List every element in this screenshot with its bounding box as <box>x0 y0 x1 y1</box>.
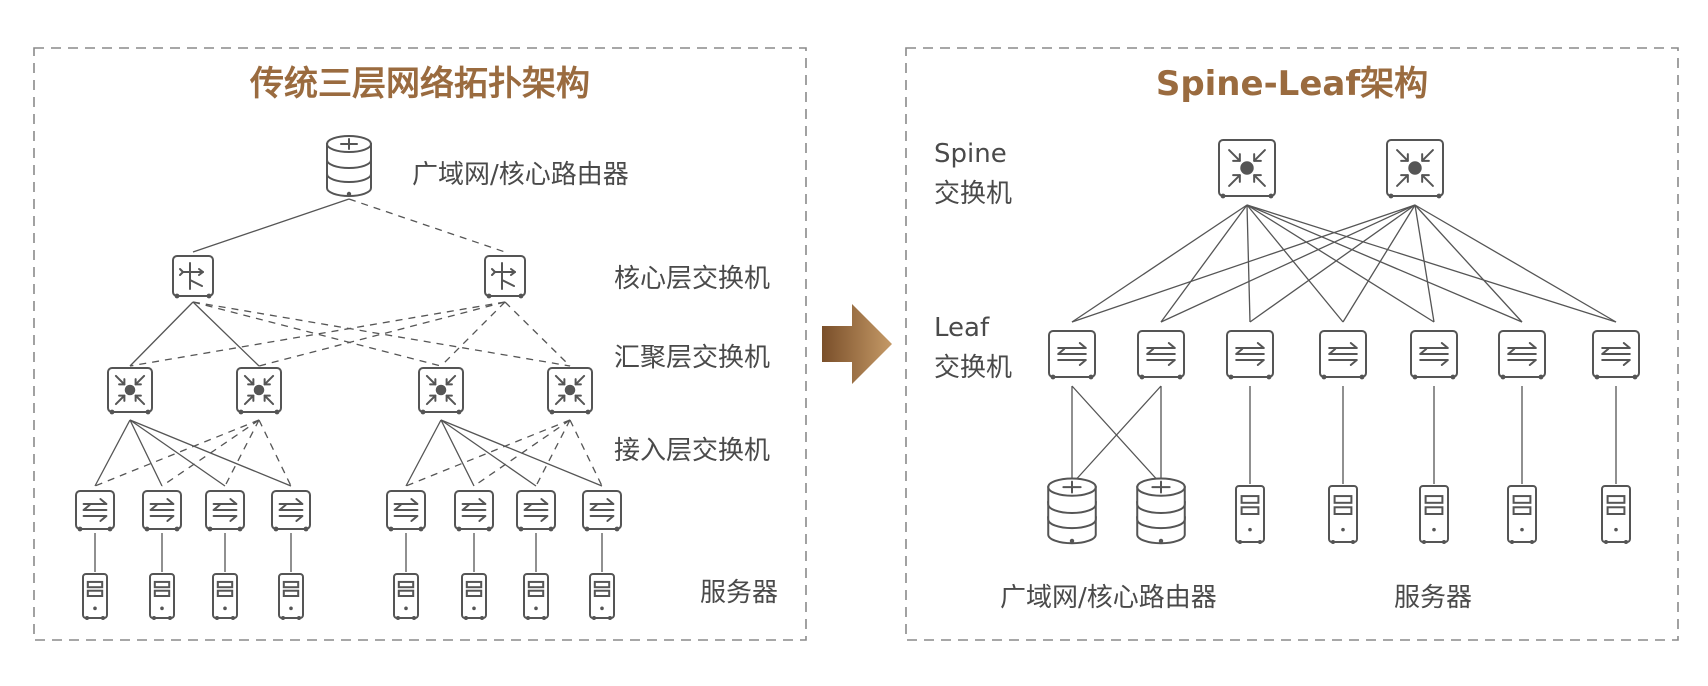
link-core2-agg <box>258 301 506 367</box>
link-router-core-1 <box>192 198 350 253</box>
link-agg-access <box>440 419 475 487</box>
leaf-switch-icon-3 <box>1226 330 1274 380</box>
link-agg-access-dashed <box>535 419 571 487</box>
link-spine-leaf <box>1249 204 1416 323</box>
link-agg-access-dashed <box>258 419 292 487</box>
left-panel-title: 传统三层网络拓扑架构 <box>249 64 590 104</box>
link-spine-leaf <box>1342 204 1416 323</box>
right-router-icon-1 <box>1047 477 1097 545</box>
left-server-icon-7 <box>523 573 549 620</box>
access-switch-icon-6 <box>454 490 494 532</box>
link-core1-agg <box>192 301 260 367</box>
aggregation-switch-icon-3 <box>418 367 464 415</box>
link-core1-agg <box>192 301 442 367</box>
leaf-switch-icon-6 <box>1498 330 1546 380</box>
spine-switch-icon-2 <box>1386 139 1444 199</box>
left-server-icon-3 <box>212 573 238 620</box>
access-switch-icon-5 <box>386 490 426 532</box>
right-links <box>1071 204 1617 485</box>
link-spine-leaf <box>1071 204 1416 323</box>
link-spine-leaf <box>1246 204 1617 323</box>
link-spine-leaf <box>1160 204 1416 323</box>
leaf-switch-icon-2 <box>1137 330 1185 380</box>
leaf-label-line1: Leaf <box>934 313 990 343</box>
link-agg-access <box>405 419 442 487</box>
left-panel-frame <box>33 47 807 641</box>
link-spine-leaf <box>1246 204 1251 323</box>
aggregation-switch-icon-2 <box>236 367 282 415</box>
left-core-router-label: 广域网/核心路由器 <box>412 160 629 190</box>
leaf-switch-icon-4 <box>1319 330 1367 380</box>
left-links <box>94 198 603 572</box>
link-core2-agg <box>504 301 571 367</box>
right-server-icon-2 <box>1328 485 1358 544</box>
access-switch-icon-8 <box>582 490 622 532</box>
link-agg-access <box>129 419 292 487</box>
left-server-icon-6 <box>461 573 487 620</box>
core-switch-label: 核心层交换机 <box>614 264 770 294</box>
link-spine-leaf <box>1246 204 1435 323</box>
right-core-router-label: 广域网/核心路由器 <box>1000 583 1217 613</box>
leaf-switch-icon-5 <box>1410 330 1458 380</box>
link-router-core-2 <box>348 198 506 253</box>
link-spine-leaf <box>1071 204 1248 323</box>
aggregation-switch-icon-4 <box>547 367 593 415</box>
link-spine-leaf <box>1414 204 1617 323</box>
access-switch-icon-7 <box>516 490 556 532</box>
left-server-icon-8 <box>589 573 615 620</box>
aggregation-switch-icon-1 <box>107 367 153 415</box>
left-router-icon <box>326 135 372 197</box>
aggregation-switch-label: 汇聚层交换机 <box>614 343 770 373</box>
leaf-switch-icon-7 <box>1592 330 1640 380</box>
link-agg-access-dashed <box>405 419 571 487</box>
left-server-icon-4 <box>278 573 304 620</box>
left-server-icon-1 <box>82 573 108 620</box>
link-leaf-router <box>1071 385 1162 485</box>
leaf-label-line2: 交换机 <box>934 353 1012 383</box>
link-agg-access <box>129 419 226 487</box>
link-agg-access <box>94 419 131 487</box>
link-spine-leaf <box>1414 204 1523 323</box>
link-agg-access-dashed <box>94 419 260 487</box>
devices <box>75 135 1640 620</box>
link-spine-leaf <box>1246 204 1523 323</box>
link-core2-agg <box>129 301 506 367</box>
spine-label-line2: 交换机 <box>934 179 1012 209</box>
link-agg-access <box>440 419 603 487</box>
access-switch-icon-3 <box>205 490 245 532</box>
access-switch-label: 接入层交换机 <box>614 436 770 466</box>
leaf-switch-icon-1 <box>1048 330 1096 380</box>
left-servers-label: 服务器 <box>700 578 778 608</box>
link-core1-agg <box>129 301 194 367</box>
link-agg-access-dashed <box>569 419 603 487</box>
link-agg-access-dashed <box>224 419 260 487</box>
link-spine-leaf <box>1414 204 1435 323</box>
link-spine-leaf <box>1160 204 1248 323</box>
link-agg-access <box>129 419 163 487</box>
access-switch-icon-2 <box>142 490 182 532</box>
link-core1-agg <box>192 301 571 367</box>
right-panel-frame <box>905 47 1679 641</box>
left-server-icon-2 <box>149 573 175 620</box>
link-agg-access <box>440 419 537 487</box>
spine-switch-icon-1 <box>1218 139 1276 199</box>
link-spine-leaf <box>1246 204 1344 323</box>
right-server-icon-5 <box>1601 485 1631 544</box>
arrow-right-icon <box>822 304 892 384</box>
right-servers-label: 服务器 <box>1394 583 1472 613</box>
right-router-icon-2 <box>1136 477 1186 545</box>
access-switch-icon-4 <box>271 490 311 532</box>
core-switch-icon-2 <box>484 255 526 299</box>
spine-label-line1: Spine <box>934 139 1007 169</box>
link-core2-agg <box>440 301 506 367</box>
core-switch-icon-1 <box>172 255 214 299</box>
right-server-icon-3 <box>1419 485 1449 544</box>
right-server-icon-1 <box>1235 485 1265 544</box>
left-server-icon-5 <box>393 573 419 620</box>
right-panel-title: Spine-Leaf架构 <box>1156 64 1428 104</box>
right-server-icon-4 <box>1507 485 1537 544</box>
access-switch-icon-1 <box>75 490 115 532</box>
